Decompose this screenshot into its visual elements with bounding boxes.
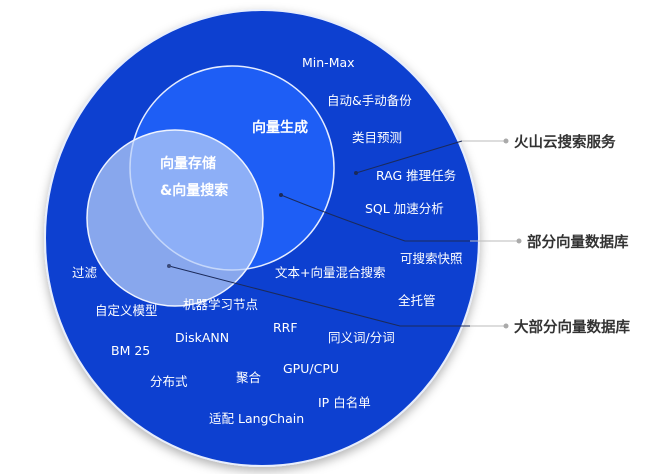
feature-item: 分布式 bbox=[150, 374, 188, 389]
inner-circle bbox=[86, 129, 264, 307]
leader-line-inner bbox=[168, 265, 470, 327]
feature-item: 同义词/分词 bbox=[328, 330, 395, 345]
dot-middle bbox=[279, 193, 283, 197]
legend-dot-middle bbox=[516, 238, 522, 244]
feature-item: 类目预测 bbox=[352, 130, 403, 145]
feature-item: Min-Max bbox=[302, 55, 355, 70]
leader-line-middle bbox=[280, 194, 470, 242]
label-vector-storage: 向量存储 bbox=[160, 156, 216, 172]
feature-item: RAG 推理任务 bbox=[376, 168, 457, 183]
feature-item: IP 白名单 bbox=[318, 395, 371, 410]
leader-lines bbox=[168, 140, 518, 327]
feature-item: 自动&手动备份 bbox=[327, 93, 412, 108]
feature-item: 适配 LangChain bbox=[209, 411, 305, 426]
feature-item: 文本+向量混合搜索 bbox=[275, 265, 386, 280]
feature-item: RRF bbox=[273, 320, 298, 335]
feature-item: 聚合 bbox=[236, 370, 262, 385]
legend-label-inner: 大部分向量数据库 bbox=[514, 320, 630, 336]
feature-item: SQL 加速分析 bbox=[365, 201, 444, 216]
legend-label-middle: 部分向量数据库 bbox=[527, 235, 629, 251]
label-vector-search: &向量搜索 bbox=[160, 183, 229, 199]
feature-item: 可搜索快照 bbox=[400, 251, 463, 266]
feature-item: 过滤 bbox=[72, 265, 98, 280]
feature-item: 全托管 bbox=[398, 293, 436, 308]
legend-dot-outer bbox=[503, 138, 509, 144]
leader-line-outer bbox=[355, 140, 463, 174]
feature-item: BM 25 bbox=[111, 343, 151, 358]
dot-inner bbox=[167, 264, 171, 268]
feature-item: 自定义模型 bbox=[95, 303, 158, 318]
label-vector-generation: 向量生成 bbox=[252, 120, 308, 136]
legend-dot-inner bbox=[503, 323, 509, 329]
feature-item: 机器学习节点 bbox=[183, 297, 259, 312]
feature-item: GPU/CPU bbox=[283, 361, 339, 376]
feature-item: DiskANN bbox=[175, 330, 230, 345]
dot-outer bbox=[354, 171, 358, 175]
legend-label-outer: 火山云搜索服务 bbox=[514, 135, 616, 151]
